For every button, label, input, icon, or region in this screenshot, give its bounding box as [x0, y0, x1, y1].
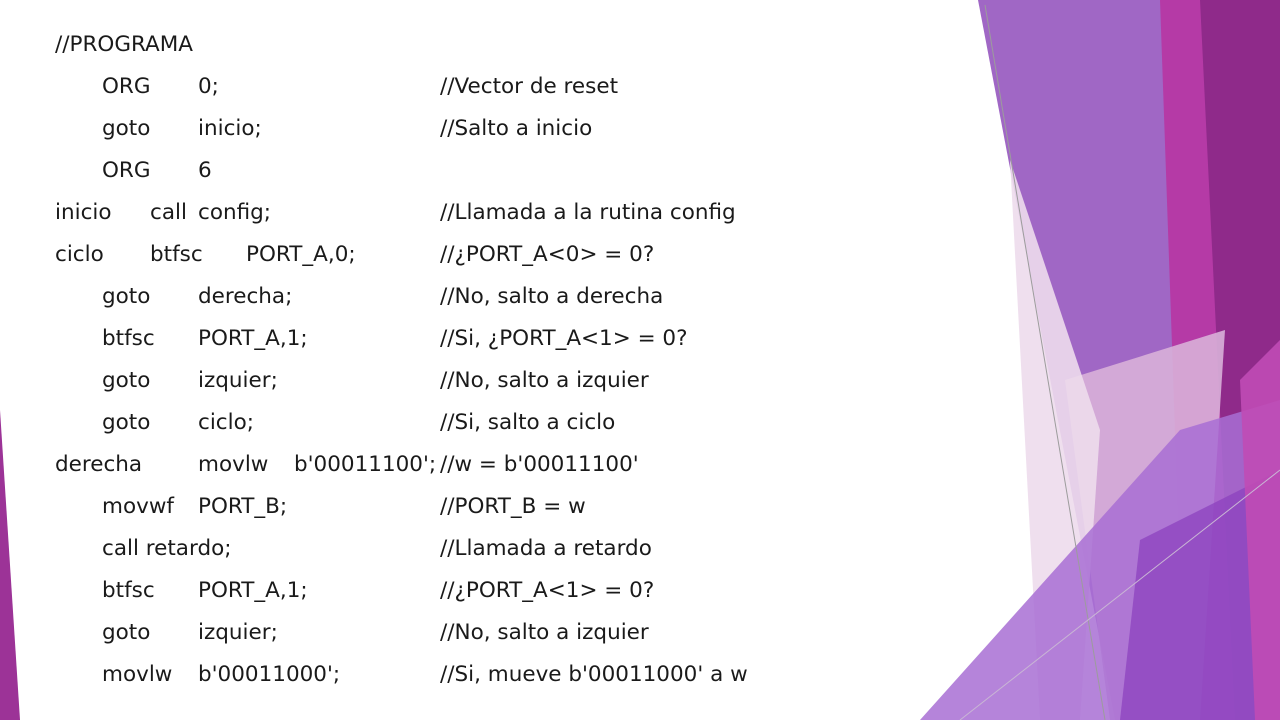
instruction: btfsc	[150, 242, 203, 267]
comment: //w = b'00011100'	[440, 452, 639, 477]
comment: //Salto a inicio	[440, 116, 593, 141]
comment: //Llamada a la rutina config	[440, 200, 736, 225]
code-line-1: //PROGRAMA	[0, 24, 900, 66]
code-line-3: goto inicio; //Salto a inicio	[0, 108, 900, 150]
operand: b'00011100';	[294, 452, 437, 477]
label: ciclo	[55, 242, 104, 267]
operand: inicio;	[198, 116, 262, 141]
code-line-9: goto izquier; //No, salto a izquier	[0, 360, 900, 402]
label: inicio	[55, 200, 112, 225]
code-line-8: btfsc PORT_A,1; //Si, ¿PORT_A<1> = 0?	[0, 318, 900, 360]
operand: derecha;	[198, 284, 293, 309]
comment: //PORT_B = w	[440, 494, 586, 519]
instruction: btfsc	[102, 326, 155, 351]
operand: config;	[198, 200, 272, 225]
code-line-16: movlw b'00011000'; //Si, mueve b'0001100…	[0, 654, 900, 696]
instruction: btfsc	[102, 578, 155, 603]
code-line-7: goto derecha; //No, salto a derecha	[0, 276, 900, 318]
operand: 6	[198, 158, 212, 183]
operand: PORT_A,1;	[198, 326, 308, 351]
code-line-5: inicio call config; //Llamada a la rutin…	[0, 192, 900, 234]
shape-left-accent	[0, 410, 20, 720]
code-line-13: call retardo; //Llamada a retardo	[0, 528, 900, 570]
code-line-14: btfsc PORT_A,1; //¿PORT_A<1> = 0?	[0, 570, 900, 612]
operand: ciclo;	[198, 410, 254, 435]
code-line-4: ORG 6	[0, 150, 900, 192]
instruction: movlw	[102, 662, 173, 687]
operand: PORT_A,0;	[246, 242, 356, 267]
comment: //No, salto a izquier	[440, 368, 649, 393]
code-line-6: ciclo btfsc PORT_A,0; //¿PORT_A<0> = 0?	[0, 234, 900, 276]
instruction: goto	[102, 368, 151, 393]
instruction: ORG	[102, 74, 151, 99]
instruction: movwf	[102, 494, 174, 519]
instruction: ORG	[102, 158, 151, 183]
comment: //¿PORT_A<0> = 0?	[440, 242, 655, 267]
code-line-2: ORG 0; //Vector de reset	[0, 66, 900, 108]
comment: //PROGRAMA	[55, 32, 194, 57]
comment: //¿PORT_A<1> = 0?	[440, 578, 655, 603]
code-listing: //PROGRAMA ORG 0; //Vector de reset goto…	[0, 24, 900, 696]
comment: //No, salto a derecha	[440, 284, 664, 309]
comment: //Si, mueve b'00011000' a w	[440, 662, 748, 687]
instruction: goto	[102, 620, 151, 645]
comment: //Si, ¿PORT_A<1> = 0?	[440, 326, 688, 351]
operand: PORT_B;	[198, 494, 288, 519]
operand: izquier;	[198, 620, 278, 645]
instruction: call retardo;	[102, 536, 232, 561]
comment: //Vector de reset	[440, 74, 618, 99]
operand: izquier;	[198, 368, 278, 393]
instruction: movlw	[198, 452, 269, 477]
code-line-11: derecha movlw b'00011100'; //w = b'00011…	[0, 444, 900, 486]
operand: PORT_A,1;	[198, 578, 308, 603]
instruction: goto	[102, 116, 151, 141]
shape-mid-purple	[1120, 470, 1280, 720]
code-line-12: movwf PORT_B; //PORT_B = w	[0, 486, 900, 528]
comment: //Si, salto a ciclo	[440, 410, 616, 435]
code-line-15: goto izquier; //No, salto a izquier	[0, 612, 900, 654]
shape-thin-line-1	[984, 4, 1106, 720]
shape-far-right-strip	[1240, 340, 1280, 720]
operand: 0;	[198, 74, 219, 99]
comment: //No, salto a izquier	[440, 620, 649, 645]
instruction: call	[150, 200, 187, 225]
comment: //Llamada a retardo	[440, 536, 652, 561]
label: derecha	[55, 452, 143, 477]
operand: b'00011000';	[198, 662, 341, 687]
instruction: goto	[102, 284, 151, 309]
instruction: goto	[102, 410, 151, 435]
shape-thin-line-2	[959, 469, 1280, 720]
code-line-10: goto ciclo; //Si, salto a ciclo	[0, 402, 900, 444]
